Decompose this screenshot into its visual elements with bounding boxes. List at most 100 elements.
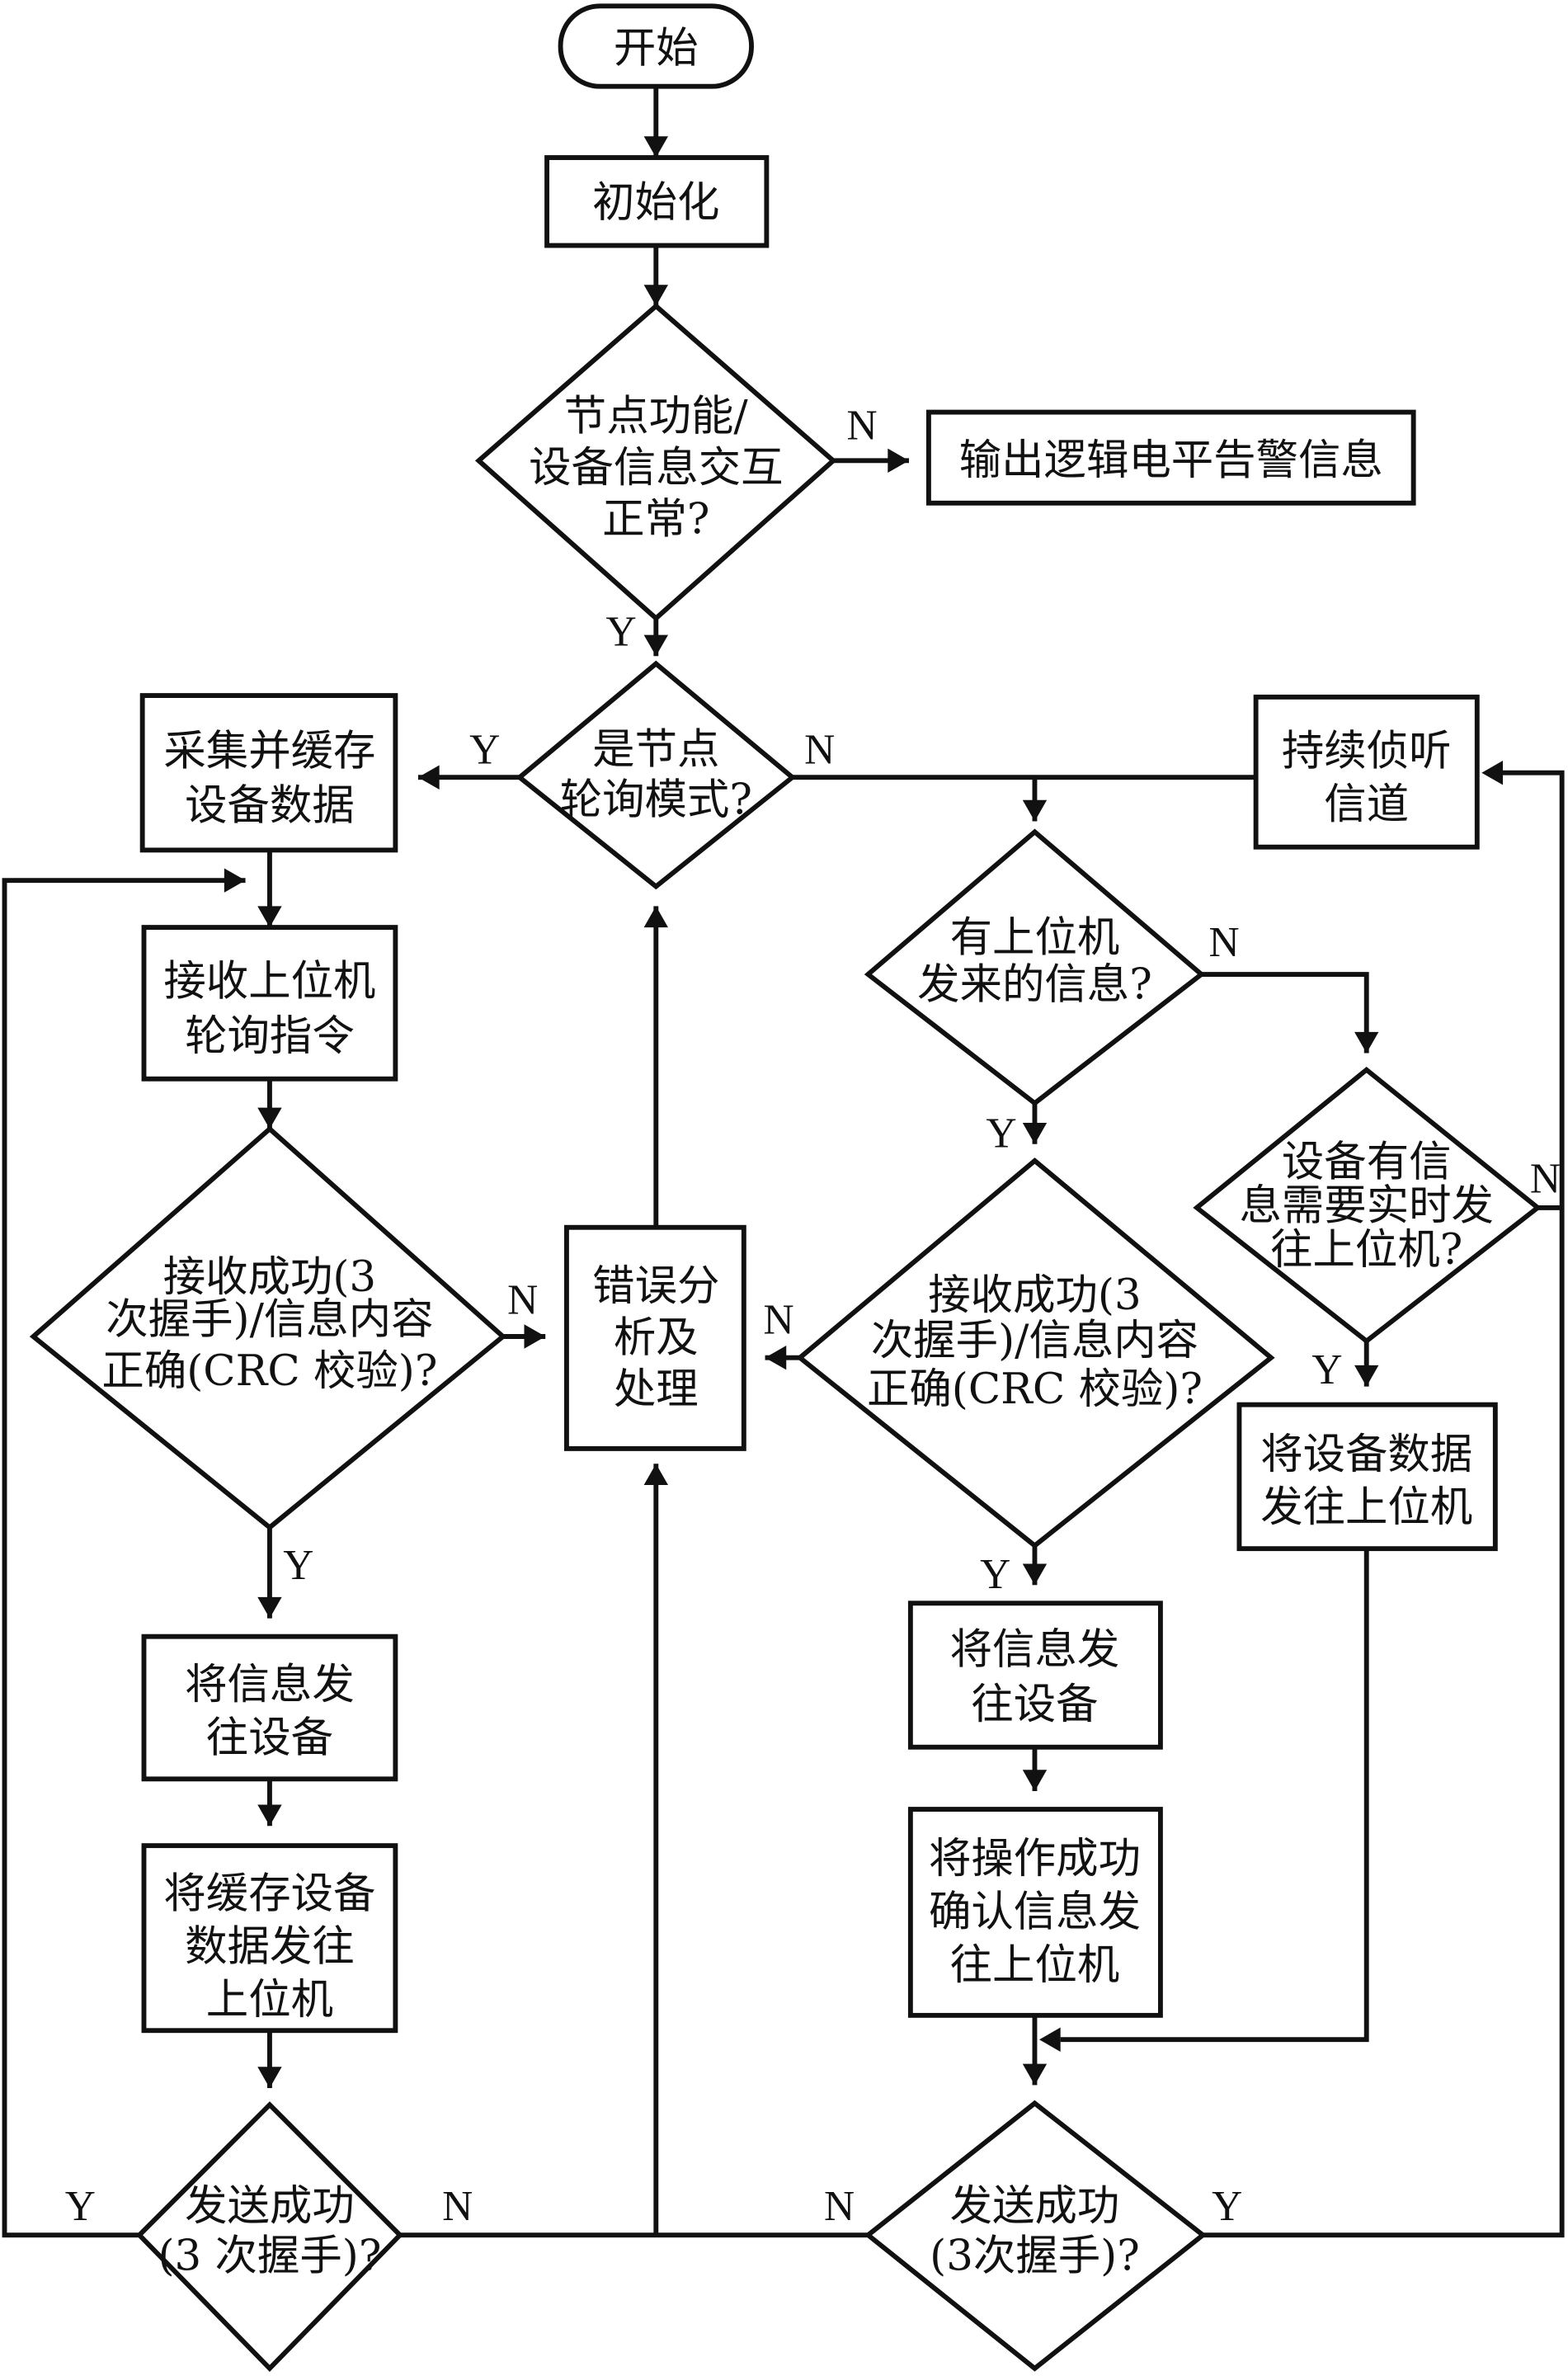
node-collect: 采集并缓存 设备数据 bbox=[139, 693, 398, 853]
node-text: 正常? bbox=[602, 495, 709, 544]
node-text: 确认信息发 bbox=[929, 1887, 1141, 1936]
label-poll-yes: Y bbox=[469, 727, 500, 774]
node-text: 数据发往 bbox=[185, 1922, 355, 1972]
edge-hostmsg-device bbox=[1201, 972, 1369, 1054]
node-text: 设备数据 bbox=[185, 781, 355, 831]
arrowhead bbox=[888, 448, 910, 474]
arrowhead bbox=[1038, 2027, 1061, 2052]
arrowhead bbox=[1022, 1123, 1048, 1144]
node-text: 发送成功 bbox=[185, 2181, 355, 2231]
label-sendright-no: N bbox=[824, 2183, 855, 2230]
process-shape bbox=[907, 1807, 1163, 2018]
decision-shape bbox=[474, 303, 837, 622]
process-shape bbox=[1236, 1402, 1498, 1552]
node-send-confirm: 将操作成功 确认信息发 往上位机 bbox=[907, 1807, 1163, 2018]
decision-shape bbox=[135, 2101, 404, 2373]
label-recvleft-no: N bbox=[507, 1276, 538, 1323]
arrowhead bbox=[643, 285, 668, 307]
node-device-realtime: 设备有信 息需要实时发 往上位机? bbox=[1193, 1066, 1542, 1345]
arrowhead bbox=[643, 136, 668, 158]
label-device-no: N bbox=[1530, 1156, 1561, 1203]
arrowhead bbox=[1022, 2063, 1048, 2086]
node-text: 处理 bbox=[614, 1365, 699, 1414]
arrowhead bbox=[224, 868, 246, 893]
label-hostmsg-no: N bbox=[1209, 919, 1240, 966]
node-text: (3次握手)? bbox=[930, 2231, 1140, 2280]
decision-shape bbox=[796, 1157, 1275, 1549]
arrowhead bbox=[765, 1346, 787, 1370]
arrowhead bbox=[1022, 1770, 1048, 1792]
arrowhead bbox=[1022, 799, 1048, 822]
decision-shape bbox=[29, 1125, 507, 1531]
node-text: 输出逻辑电平告警信息 bbox=[959, 436, 1383, 485]
node-text: 发送成功 bbox=[950, 2181, 1120, 2231]
node-text: 析及 bbox=[614, 1313, 699, 1362]
node-text: 次握手)/信息内容 bbox=[871, 1316, 1198, 1365]
decision-shape bbox=[1193, 1066, 1542, 1345]
node-text: 将操作成功 bbox=[929, 1834, 1141, 1883]
node-text: 开始 bbox=[614, 23, 699, 73]
node-text: 正确(CRC 校验)? bbox=[867, 1365, 1203, 1414]
node-alarm: 输出逻辑电平告警信息 bbox=[925, 409, 1416, 506]
node-host-msg: 有上位机 发来的信息? bbox=[864, 828, 1206, 1106]
decision-shape bbox=[864, 828, 1206, 1106]
label-recvright-yes: Y bbox=[980, 1551, 1010, 1598]
edge-right-bus bbox=[1203, 770, 1565, 2238]
process-shape bbox=[141, 1843, 398, 2034]
node-text: 接收成功(3 bbox=[163, 1252, 376, 1302]
process-shape bbox=[139, 693, 398, 853]
process-shape bbox=[563, 1224, 746, 1451]
process-shape bbox=[925, 409, 1416, 506]
process-shape bbox=[1253, 694, 1480, 850]
node-text: 将缓存设备 bbox=[163, 1869, 375, 1918]
node-text: 往设备 bbox=[206, 1713, 333, 1762]
arrowhead bbox=[1022, 1563, 1048, 1586]
node-error: 错误分 析及 处理 bbox=[563, 1224, 746, 1451]
node-send-ok-right: 发送成功 (3次握手)? bbox=[864, 2100, 1208, 2372]
node-text: 错误分 bbox=[592, 1261, 719, 1311]
node-start: 开始 bbox=[558, 3, 754, 89]
label-hostmsg-yes: Y bbox=[986, 1110, 1017, 1157]
node-text: 次握手)/信息内容 bbox=[106, 1294, 433, 1344]
label-device-yes: Y bbox=[1311, 1346, 1342, 1393]
node-init: 初始化 bbox=[544, 155, 770, 248]
node-text: 息需要实时发 bbox=[1239, 1181, 1493, 1231]
node-text: 是节点 bbox=[592, 725, 719, 775]
node-send-to-device-right: 将信息发 往设备 bbox=[907, 1600, 1163, 1750]
arrowhead bbox=[257, 1107, 282, 1129]
node-text: 采集并缓存 bbox=[163, 727, 375, 776]
arrowheads bbox=[224, 136, 1504, 2089]
node-text: 轮询模式? bbox=[560, 775, 752, 824]
arrowhead bbox=[524, 1324, 546, 1349]
node-recv-ok-left: 接收成功(3 次握手)/信息内容 正确(CRC 校验)? bbox=[29, 1125, 507, 1531]
node-text: 有上位机 bbox=[950, 912, 1120, 962]
process-shape bbox=[544, 155, 770, 248]
arrowhead bbox=[257, 906, 282, 928]
node-text: 持续侦听 bbox=[1282, 727, 1452, 776]
arrowhead bbox=[257, 2067, 282, 2089]
node-text: 将设备数据 bbox=[1260, 1430, 1472, 1479]
label-check-yes: Y bbox=[605, 608, 636, 655]
node-text: 接收成功(3 bbox=[928, 1270, 1141, 1320]
node-text: 发来的信息? bbox=[917, 959, 1152, 1009]
node-text: 初始化 bbox=[592, 178, 719, 228]
node-text: 将信息发 bbox=[950, 1625, 1120, 1675]
decision-shape bbox=[864, 2100, 1208, 2372]
process-shape bbox=[907, 1600, 1163, 1750]
label-sendleft-no: N bbox=[442, 2183, 473, 2230]
arrowhead bbox=[257, 1804, 282, 1827]
label-poll-no: N bbox=[804, 727, 835, 774]
label-recvright-no: N bbox=[764, 1296, 794, 1343]
node-poll-mode: 是节点 轮询模式? bbox=[516, 660, 797, 890]
terminal-shape bbox=[558, 3, 754, 89]
node-listen: 持续侦听 信道 bbox=[1253, 694, 1480, 850]
node-text: 设备有信 bbox=[1282, 1137, 1452, 1186]
arrowhead bbox=[257, 1596, 282, 1619]
arrowhead bbox=[643, 906, 668, 928]
edge-senddata-merge bbox=[1060, 1549, 1369, 2043]
arrowhead bbox=[643, 1464, 668, 1485]
node-send-ok-left: 发送成功 (3 次握手)? bbox=[135, 2101, 404, 2373]
node-text: 上位机 bbox=[206, 1975, 333, 2025]
process-shape bbox=[141, 925, 398, 1082]
